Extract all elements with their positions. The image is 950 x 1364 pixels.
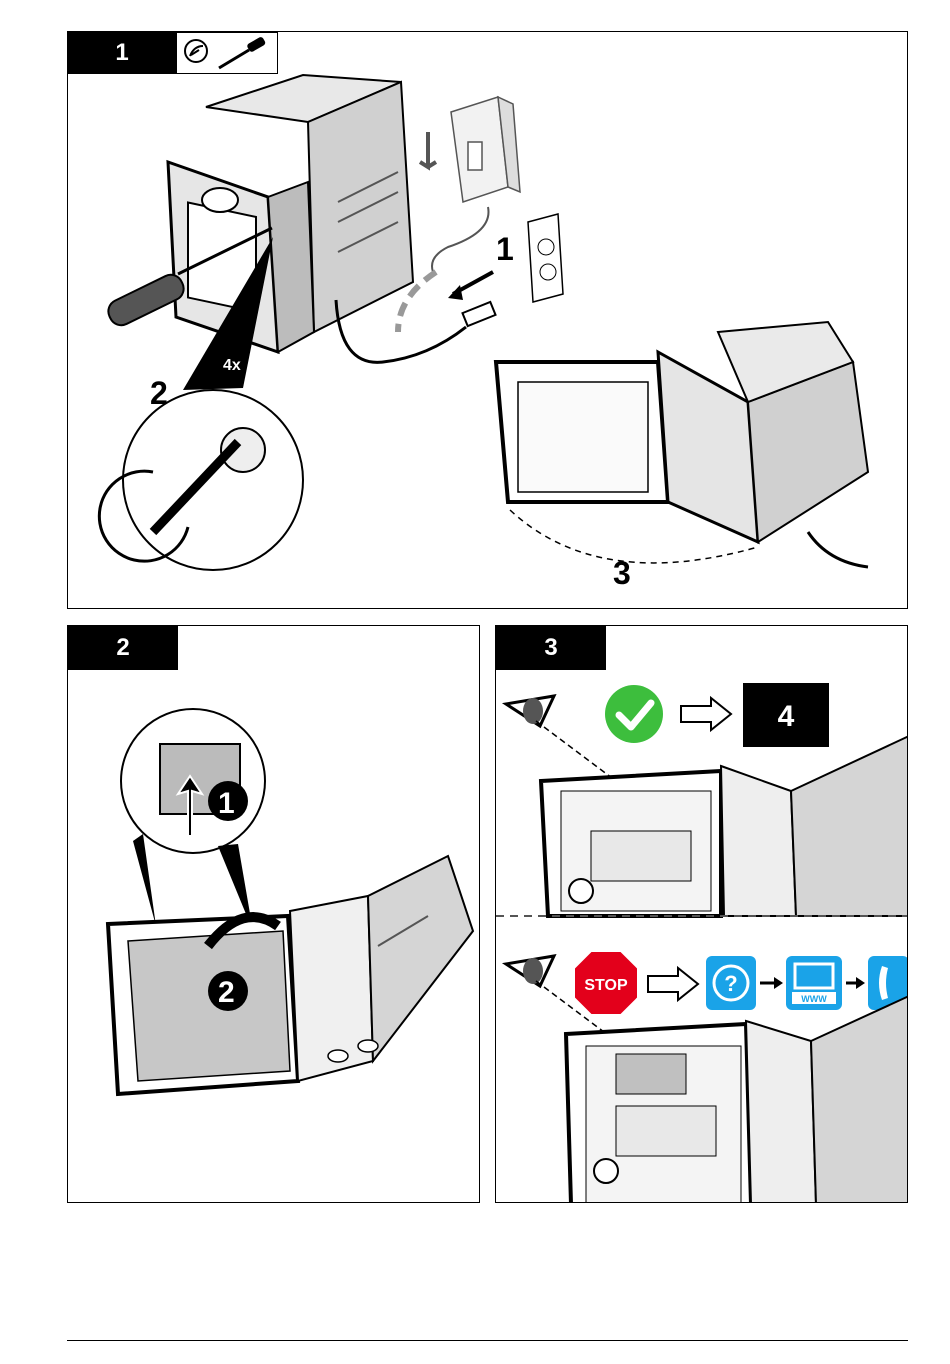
controller-ok: [541, 736, 908, 916]
wall-outlet: [528, 214, 563, 302]
controller-stop: [566, 996, 908, 1203]
controller-housing-open: [496, 322, 868, 567]
ok-check-icon: [605, 685, 663, 743]
stop-label: STOP: [584, 977, 628, 994]
callout-loosen: 2: [150, 375, 168, 411]
website-label: WWW: [801, 994, 827, 1004]
website-icon: WWW: [786, 956, 842, 1010]
step-2-illustration: 1 2: [68, 626, 480, 1203]
goto-step-number: 4: [778, 700, 795, 733]
inspect-eye-icon: [506, 696, 554, 726]
arrow-right-icon: [681, 698, 731, 730]
step-2-panel: 2 1 2: [67, 625, 480, 1203]
footer-rule: [67, 1340, 908, 1341]
step-1-panel: 1: [67, 31, 908, 609]
inspect-eye-icon-2: [506, 956, 554, 986]
help-icon: ?: [706, 956, 756, 1010]
latch-detail-circle: [121, 709, 265, 931]
callout-remove: 2: [218, 976, 235, 1009]
controller-housing-closed: [168, 75, 413, 352]
step-1-illustration: 1 2 3 4x: [68, 32, 908, 609]
stop-sign-icon: STOP: [574, 951, 638, 1015]
svg-text:?: ?: [724, 971, 737, 996]
step-3-illustration: 4 STOP ?: [496, 626, 908, 1203]
callout-lift: 1: [218, 787, 235, 820]
controller-open-display: [108, 856, 473, 1094]
step-3-panel: 3 4: [495, 625, 908, 1203]
callout-unplug: 1: [496, 231, 514, 267]
callout-count: 4x: [223, 357, 241, 374]
arrow-right-icon-2: [648, 968, 698, 1000]
callout-open: 3: [613, 555, 631, 591]
